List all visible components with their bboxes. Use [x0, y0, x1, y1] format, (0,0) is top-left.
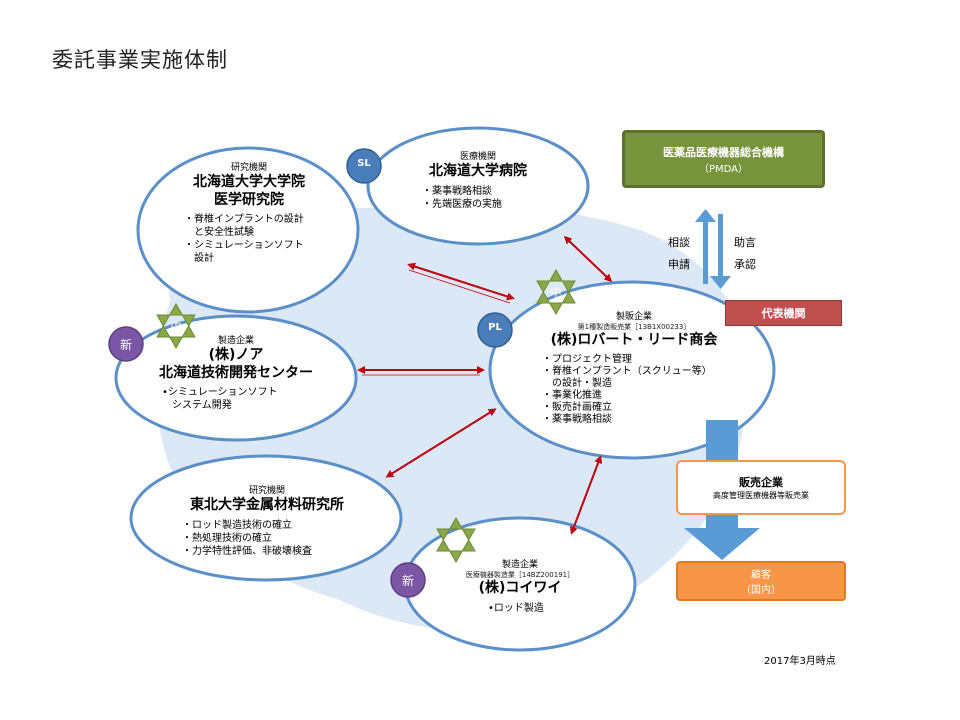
- node-name: 北海道大学病院: [429, 163, 527, 180]
- arrow-tohoku-robert: [385, 408, 497, 478]
- chu-label-koiwai: 中: [450, 534, 462, 547]
- node-name: (株)コイワイ: [478, 580, 562, 597]
- relation-apply: 申請: [668, 258, 690, 271]
- date-note: 2017年3月時点: [764, 656, 836, 667]
- shin-badge-koiwai: [390, 562, 426, 598]
- node-robert-reed: 製販企業 第1種製造販売業［13B1X00233］ (株)ロバート・リード商会 …: [534, 312, 734, 426]
- bullet-item: システム開発: [162, 400, 232, 412]
- node-category: 製販企業: [615, 312, 652, 322]
- arrow-noa-robert: [357, 366, 485, 376]
- node-category: 製造企業: [501, 560, 538, 570]
- node-name-line2: 北海道技術開発センター: [159, 364, 313, 381]
- shin-label-koiwai: 新: [401, 574, 414, 588]
- customer-line2: （国内）: [741, 585, 781, 596]
- bullet-item: 設計: [184, 253, 214, 265]
- shin-badge-noa: [108, 326, 144, 362]
- node-hokudai-hosp: 医療機関 北海道大学病院 ・薬事戦略相談 ・先端医療の実施: [408, 152, 548, 211]
- ellipse-tohoku: [129, 454, 403, 582]
- sl-label: SL: [357, 158, 371, 169]
- shin-label-noa: 新: [119, 338, 132, 352]
- bullet-item: ・薬事戦略相談: [422, 185, 492, 197]
- bullet-item: •シミュレーションソフト: [162, 387, 278, 399]
- node-tohoku: 研究機関 東北大学金属材料研究所 ・ロッド製造技術の確立 ・熱処理技術の確立 ・…: [160, 486, 374, 558]
- bullet-item: ・先端医療の実施: [422, 198, 502, 210]
- node-name: 北海道大学大学院: [193, 174, 305, 191]
- pmda-line2: （PMDA）: [698, 163, 749, 175]
- node-name-line2: 医学研究院: [214, 191, 284, 208]
- bullet-item: ・シミュレーションソフト: [184, 240, 304, 252]
- sales-company-box: 販売企業 高度管理医療機器等販売業: [676, 460, 846, 515]
- bullet-item: ・プロジェクト管理: [542, 353, 632, 365]
- node-license: 第1種製造販売業［13B1X00233］: [577, 323, 691, 332]
- arrow-koiwai-robert: [570, 455, 602, 535]
- bullet-item: と安全性試験: [184, 227, 254, 239]
- relation-approve: 承認: [734, 258, 756, 271]
- relation-consult: 相談: [668, 236, 690, 249]
- bullet-item: ・熱処理技術の確立: [182, 532, 272, 544]
- bullet-item: の設計・製造: [542, 377, 612, 389]
- bullet-item: ・ロッド製造技術の確立: [182, 519, 292, 531]
- chu-star-robert: [536, 268, 576, 316]
- representative-box: 代表機関: [725, 300, 842, 326]
- arrow-hosp-robert: [563, 235, 613, 283]
- chu-star-noa: [156, 302, 196, 350]
- customer-line1: 顧客: [751, 570, 771, 581]
- chu-label-robert: 中: [550, 286, 562, 299]
- ellipse-hokudai-med: [136, 146, 360, 314]
- chu-star-koiwai: [436, 516, 476, 564]
- bullet-item: ・販売計画確立: [542, 401, 612, 413]
- page-title: 委託事業実施体制: [52, 48, 228, 72]
- node-category: 製造企業: [217, 336, 254, 346]
- chu-label-noa: 中: [170, 320, 182, 333]
- pmda-box: 医薬品医療機器総合機構 （PMDA）: [622, 130, 825, 188]
- bullet-item: ・脊椎インプラントの設計: [184, 214, 304, 226]
- customer-box: 顧客 （国内）: [676, 561, 846, 601]
- pmda-up-arrow: [695, 209, 716, 284]
- node-koiwai: 製造企業 医療機器製造業［14BZ200191］ (株)コイワイ •ロッド製造: [440, 560, 600, 615]
- node-category: 医療機関: [459, 152, 496, 162]
- bullet-item: ・力学特性評価、非破壊検査: [182, 545, 312, 557]
- ellipse-robert-reed: [488, 280, 776, 460]
- sales-company-sub: 高度管理医療機器等販売業: [713, 491, 809, 500]
- ellipse-hokudai-hosp: [366, 126, 590, 246]
- bullet-item: ・脊椎インプラント（スクリュー等）: [542, 365, 712, 377]
- sl-badge: [346, 148, 382, 184]
- sales-company-title: 販売企業: [739, 476, 783, 489]
- pmda-line1: 医薬品医療機器総合機構: [663, 145, 784, 159]
- node-name: (株)ロバート・リード商会: [550, 332, 718, 349]
- node-license: 医療機器製造業［14BZ200191］: [465, 571, 575, 580]
- node-name: 東北大学金属材料研究所: [190, 497, 344, 514]
- arrow-hokudai-robert: [407, 262, 515, 304]
- pl-badge: [477, 312, 513, 348]
- pl-label: PL: [488, 322, 502, 333]
- pmda-down-arrow: [710, 214, 731, 289]
- bullet-item: ・事業化推進: [542, 389, 602, 401]
- node-name: (株)ノア: [208, 347, 264, 364]
- relation-advise: 助言: [734, 236, 756, 249]
- node-category: 研究機関: [230, 163, 267, 173]
- node-category: 研究機関: [248, 486, 285, 496]
- bullet-item: •ロッド製造: [488, 602, 544, 614]
- node-hokudai-med: 研究機関 北海道大学大学院 医学研究院 ・脊椎インプラントの設計 と安全性試験 …: [168, 163, 330, 265]
- node-noa: 製造企業 (株)ノア 北海道技術開発センター •シミュレーションソフト システム…: [136, 336, 336, 412]
- bullet-item: ・薬事戦略相談: [542, 413, 612, 425]
